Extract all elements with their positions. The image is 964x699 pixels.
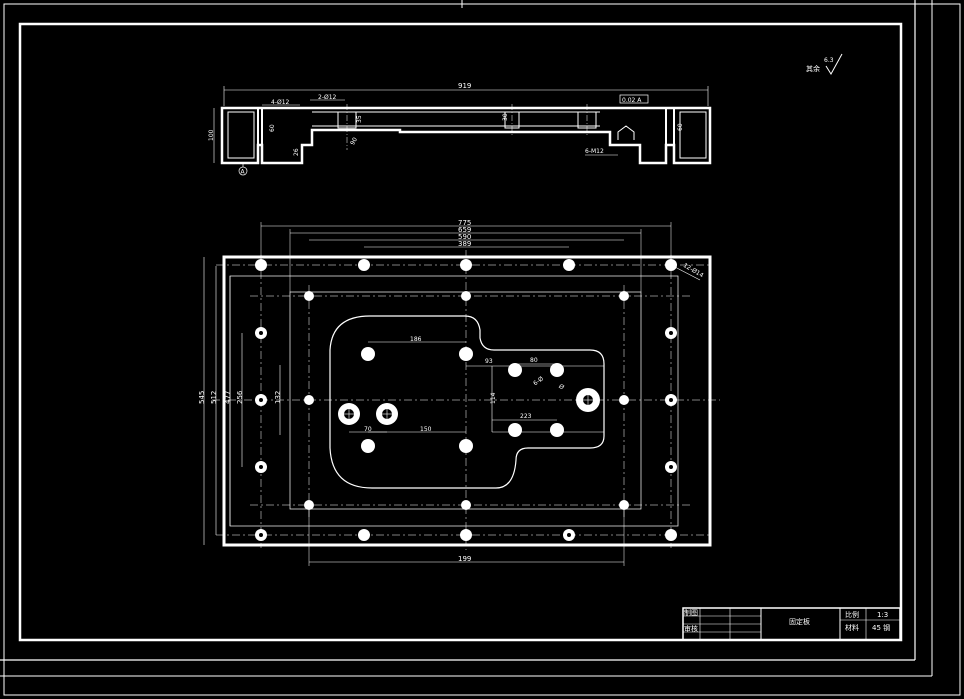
scale-label: 比例: [845, 610, 859, 619]
height-dim-0: 545: [198, 391, 206, 404]
dim-small-0: 60: [269, 124, 276, 132]
height-dim-1: 512: [210, 391, 218, 404]
inner-dim-0: 186: [410, 336, 422, 343]
height-dim-2: 477: [224, 391, 232, 404]
slot-callout-1: Ø: [557, 383, 565, 392]
inner-dim-3: 70: [364, 426, 372, 433]
material-value: 45 钢: [872, 623, 890, 632]
overall-length-dim: 919: [458, 82, 471, 90]
thread-callout: 6-M12: [585, 148, 604, 155]
height-dim-3: 256: [236, 390, 244, 404]
drawn-by-label: 制图: [684, 608, 698, 617]
inner-dim-4: 150: [420, 426, 432, 433]
roughness-note: 其余 6.3: [806, 53, 843, 75]
dim-small-1: 35: [356, 115, 363, 123]
inner-dim-6: 114: [490, 392, 497, 404]
dim-small-2: 30: [502, 113, 509, 121]
width-dim-3: 389: [458, 240, 471, 248]
height-dim-4: 132: [274, 391, 282, 404]
roughness-value: 6.3: [824, 57, 834, 64]
roughness-label: 其余: [806, 64, 820, 73]
width-dim-0: 775: [458, 219, 471, 227]
inner-dim-2: 80: [530, 357, 538, 364]
width-dim-2: 590: [458, 233, 471, 241]
width-dim-1: 659: [458, 226, 471, 234]
slot-callout-0: 6-Ø: [532, 375, 545, 387]
checked-by-label: 审核: [684, 624, 698, 633]
dim-small-5: 26: [293, 148, 300, 156]
datum-label: A: [241, 169, 246, 176]
dim-small-4: 60: [677, 123, 684, 131]
bottom-dim: 199: [458, 555, 471, 563]
dim-small-3: 90: [349, 136, 359, 146]
plan-view: 775 659 590 389 545 512 477 256 132: [198, 219, 720, 566]
scale-value: 1:3: [877, 611, 888, 619]
inner-dim-5: 223: [520, 413, 532, 420]
title-block: 制图 审核 固定板 比例 1:3 材料 45 钢: [682, 607, 901, 641]
top-view: 919 100 4-Ø12 2-Ø12 6-M12 0.02 A: [208, 82, 712, 176]
inner-dim-1: 93: [485, 358, 493, 365]
hole-callout-2: 2-Ø12: [318, 94, 337, 101]
tolerance-frame: 0.02 A: [622, 97, 642, 104]
hole-callout-1: 4-Ø12: [271, 99, 290, 106]
height-dim: 100: [208, 129, 215, 141]
material-label: 材料: [845, 623, 859, 632]
part-name: 固定板: [789, 617, 810, 626]
